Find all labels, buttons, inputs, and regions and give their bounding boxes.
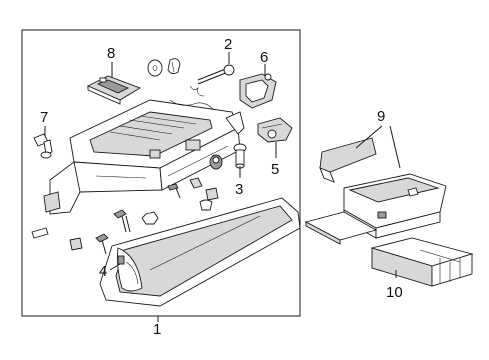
part-6-latch-bracket: [239, 73, 277, 109]
part-10-insert-box: [370, 237, 474, 287]
assembly-frame: [21, 29, 301, 317]
callout-10: 10: [386, 284, 403, 301]
part-9-bin-assembly: [304, 137, 447, 245]
part-housing: [43, 99, 245, 215]
part-5-hinge: [257, 117, 293, 143]
callout-5: 5: [271, 161, 279, 178]
part-clip-washer: [147, 58, 181, 77]
callout-6: 6: [260, 49, 268, 66]
part-8-switch-module: [86, 75, 142, 105]
callout-2: 2: [224, 36, 232, 53]
callout-1: 1: [153, 321, 161, 338]
part-door: [99, 197, 301, 307]
callout-3: 3: [235, 181, 243, 198]
part-screws-clips: [31, 177, 219, 255]
callout-8: 8: [107, 45, 115, 62]
leader-lines: [44, 52, 401, 322]
part-7-bumper: [33, 133, 53, 159]
part-3-push-pin: [233, 143, 247, 169]
callout-4: 4: [99, 263, 107, 280]
callout-9: 9: [377, 108, 385, 125]
callout-7: 7: [40, 109, 48, 126]
part-grommet: [209, 154, 223, 170]
part-2-damper: [189, 64, 235, 97]
